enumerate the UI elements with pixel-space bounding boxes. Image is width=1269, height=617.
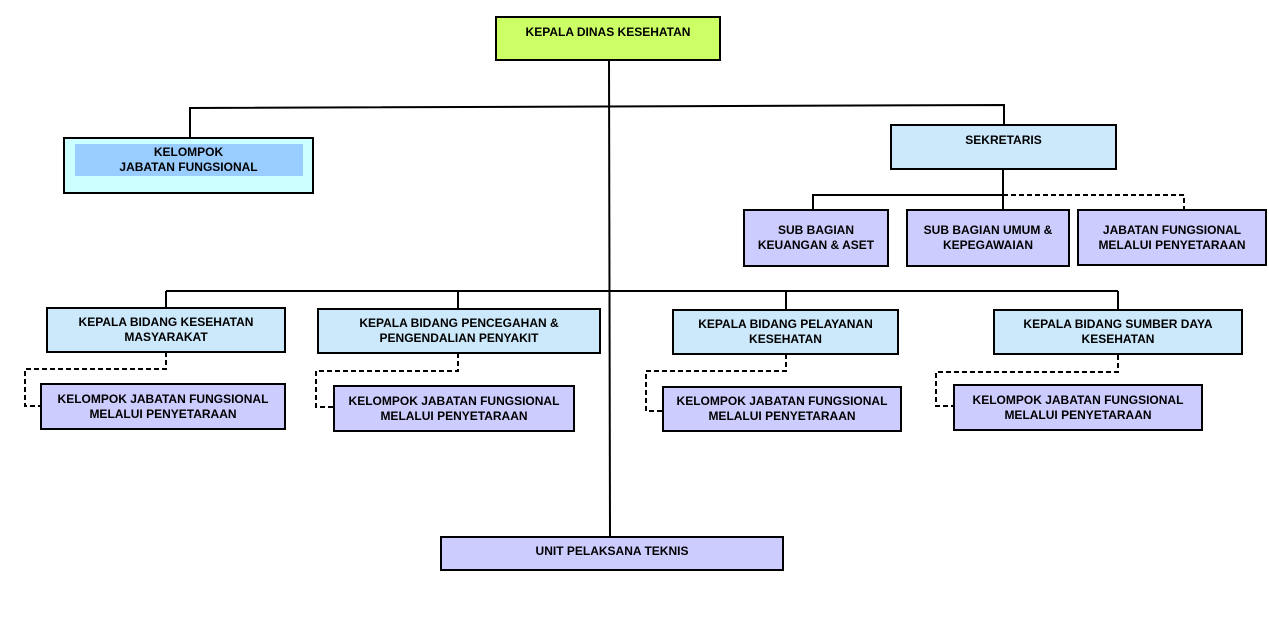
node-label-line2: MELALUI PENYETARAAN — [1004, 407, 1152, 422]
dashed-jf-sdk — [935, 355, 1119, 407]
node-unit-pelaksana-teknis: UNIT PELAKSANA TEKNIS — [440, 536, 784, 571]
node-jf-sekretariat: JABATAN FUNGSIONAL MELALUI PENYETARAAN — [1077, 209, 1267, 266]
node-label-line1: JABATAN FUNGSIONAL — [1102, 222, 1242, 237]
node-label-line1: KELOMPOK JABATAN FUNGSIONAL — [676, 394, 888, 408]
node-sub-bagian-umum: SUB BAGIAN UMUM & KEPEGAWAIAN — [906, 209, 1070, 267]
node-label-line1: KEPALA BIDANG SUMBER DAYA — [1023, 317, 1213, 331]
node-jf-kesmas: KELOMPOK JABATAN FUNGSIONAL MELALUI PENY… — [40, 383, 286, 430]
node-jf-yankes: KELOMPOK JABATAN FUNGSIONAL MELALUI PENY… — [662, 386, 902, 432]
node-label-line1: KELOMPOK — [153, 145, 224, 159]
node-kepala-dinas: KEPALA DINAS KESEHATAN — [495, 16, 721, 61]
node-label: SEKRETARIS — [965, 133, 1042, 147]
node-bidang-sdk: KEPALA BIDANG SUMBER DAYA KESEHATAN — [993, 309, 1243, 355]
node-label-line1: KELOMPOK JABATAN FUNGSIONAL — [348, 393, 560, 408]
node-bidang-yankes: KEPALA BIDANG PELAYANAN KESEHATAN — [672, 309, 899, 355]
node-label-line2: MELALUI PENYETARAAN — [1098, 237, 1246, 252]
node-label-line2: MASYARAKAT — [124, 330, 208, 344]
main-trunk-line — [608, 60, 611, 538]
node-label-line1: SUB BAGIAN — [777, 223, 854, 237]
node-label-line1: KELOMPOK JABATAN FUNGSIONAL — [57, 391, 269, 406]
top-branch-line — [189, 103, 1005, 137]
sub-bagian-branch-line — [812, 194, 1003, 210]
node-jf-sdk: KELOMPOK JABATAN FUNGSIONAL MELALUI PENY… — [953, 384, 1203, 431]
node-sekretaris: SEKRETARIS — [890, 124, 1117, 170]
node-jf-p2p: KELOMPOK JABATAN FUNGSIONAL MELALUI PENY… — [333, 385, 575, 432]
node-bidang-kesmas: KEPALA BIDANG KESEHATAN MASYARAKAT — [46, 307, 286, 353]
node-bidang-p2p: KEPALA BIDANG PENCEGAHAN & PENGENDALIAN … — [317, 308, 601, 354]
node-label-line1: KELOMPOK JABATAN FUNGSIONAL — [972, 392, 1184, 407]
node-label-line2: JABATAN FUNGSIONAL — [119, 160, 258, 174]
node-label-line2: KESEHATAN — [749, 332, 822, 346]
node-label: KEPALA DINAS KESEHATAN — [525, 25, 691, 39]
node-label-line1: SUB BAGIAN UMUM & — [923, 223, 1053, 237]
node-label-line2: KESEHATAN — [1081, 332, 1155, 346]
dashed-jf-yankes — [645, 354, 787, 412]
dashed-jf-kesmas — [24, 352, 167, 407]
node-inner-highlight: KELOMPOK JABATAN FUNGSIONAL — [74, 144, 303, 176]
node-label: UNIT PELAKSANA TEKNIS — [535, 544, 689, 558]
dashed-jf-sekretariat — [1003, 194, 1185, 210]
dashed-jf-p2p — [315, 353, 459, 408]
node-label-line2: MELALUI PENYETARAAN — [708, 409, 856, 423]
node-label-line2: PENGENDALIAN PENYAKIT — [379, 331, 539, 345]
node-sub-bagian-keuangan: SUB BAGIAN KEUANGAN & ASET — [743, 209, 889, 267]
node-label-line2: MELALUI PENYETARAAN — [380, 408, 528, 423]
node-label-line1: KEPALA BIDANG PELAYANAN — [698, 317, 873, 331]
node-label-line1: KEPALA BIDANG KESEHATAN — [78, 315, 254, 329]
node-label-line2: KEUANGAN & ASET — [757, 238, 875, 252]
node-label-line1: KEPALA BIDANG PENCEGAHAN & — [359, 316, 559, 330]
node-kelompok-jabatan-fungsional: KELOMPOK JABATAN FUNGSIONAL — [63, 137, 314, 194]
node-label-line2: MELALUI PENYETARAAN — [89, 406, 237, 421]
node-label-line2: KEPEGAWAIAN — [942, 238, 1033, 252]
